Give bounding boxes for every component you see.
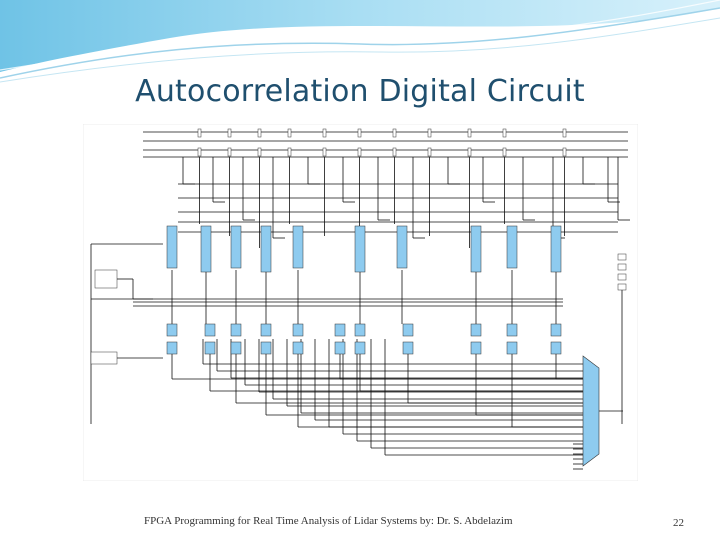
shift-register-cell bbox=[562, 147, 567, 157]
output-multiplexer bbox=[582, 355, 600, 467]
multiplier-block bbox=[200, 225, 212, 273]
accumulator-block bbox=[354, 323, 366, 337]
shift-register-cell bbox=[322, 128, 327, 138]
autocorrelation-circuit-schematic bbox=[83, 124, 638, 481]
shift-register-cell bbox=[562, 128, 567, 138]
accumulator-block bbox=[506, 341, 518, 355]
output-latch bbox=[617, 273, 627, 281]
shift-register-cell bbox=[227, 128, 232, 138]
shift-register-cell bbox=[427, 147, 432, 157]
output-latch bbox=[617, 283, 627, 291]
shift-register-cell bbox=[502, 128, 507, 138]
schematic-blocks bbox=[90, 128, 627, 467]
accumulator-block bbox=[204, 323, 216, 337]
accumulator-block bbox=[334, 323, 346, 337]
multiplier-block bbox=[354, 225, 366, 273]
multiplier-block bbox=[550, 225, 562, 273]
shift-register-cell bbox=[287, 147, 292, 157]
header-wave-banner bbox=[0, 0, 720, 83]
control-logic bbox=[94, 269, 118, 289]
accumulator-block bbox=[550, 323, 562, 337]
multiplier-block bbox=[166, 225, 178, 269]
accumulator-block bbox=[166, 323, 178, 337]
shift-register-cell bbox=[257, 147, 262, 157]
shift-register-cell bbox=[227, 147, 232, 157]
accumulator-block bbox=[402, 341, 414, 355]
accumulator-block bbox=[292, 341, 304, 355]
slide-footer: FPGA Programming for Real Time Analysis … bbox=[144, 515, 513, 527]
shift-register-cell bbox=[467, 128, 472, 138]
schematic-background bbox=[83, 124, 638, 481]
output-latch bbox=[617, 253, 627, 261]
shift-register-cell bbox=[197, 147, 202, 157]
shift-register-cell bbox=[392, 147, 397, 157]
multiplier-block bbox=[396, 225, 408, 269]
shift-register-cell bbox=[357, 147, 362, 157]
accumulator-block bbox=[506, 323, 518, 337]
accumulator-block bbox=[550, 341, 562, 355]
shift-register-cell bbox=[322, 147, 327, 157]
shift-register-cell bbox=[257, 128, 262, 138]
accumulator-block bbox=[260, 323, 272, 337]
slide-title: Autocorrelation Digital Circuit bbox=[135, 74, 585, 109]
shift-register-cell bbox=[392, 128, 397, 138]
multiplier-block bbox=[230, 225, 242, 269]
clock-generator bbox=[90, 351, 118, 365]
shift-register-cell bbox=[357, 128, 362, 138]
shift-register-cell bbox=[197, 128, 202, 138]
accumulator-block bbox=[260, 341, 272, 355]
accumulator-block bbox=[230, 341, 242, 355]
shift-register-cell bbox=[287, 128, 292, 138]
shift-register-cell bbox=[467, 147, 472, 157]
multiplier-block bbox=[292, 225, 304, 269]
accumulator-block bbox=[292, 323, 304, 337]
shift-register-cell bbox=[502, 147, 507, 157]
schematic-wires bbox=[90, 131, 630, 470]
accumulator-block bbox=[204, 341, 216, 355]
shift-register-cell bbox=[427, 128, 432, 138]
accumulator-block bbox=[470, 341, 482, 355]
multiplier-block bbox=[260, 225, 272, 273]
accumulator-block bbox=[402, 323, 414, 337]
multiplier-block bbox=[470, 225, 482, 273]
page-number: 22 bbox=[673, 517, 684, 529]
accumulator-block bbox=[354, 341, 366, 355]
accumulator-block bbox=[334, 341, 346, 355]
multiplier-block bbox=[506, 225, 518, 269]
accumulator-block bbox=[470, 323, 482, 337]
output-latch bbox=[617, 263, 627, 271]
accumulator-block bbox=[230, 323, 242, 337]
accumulator-block bbox=[166, 341, 178, 355]
